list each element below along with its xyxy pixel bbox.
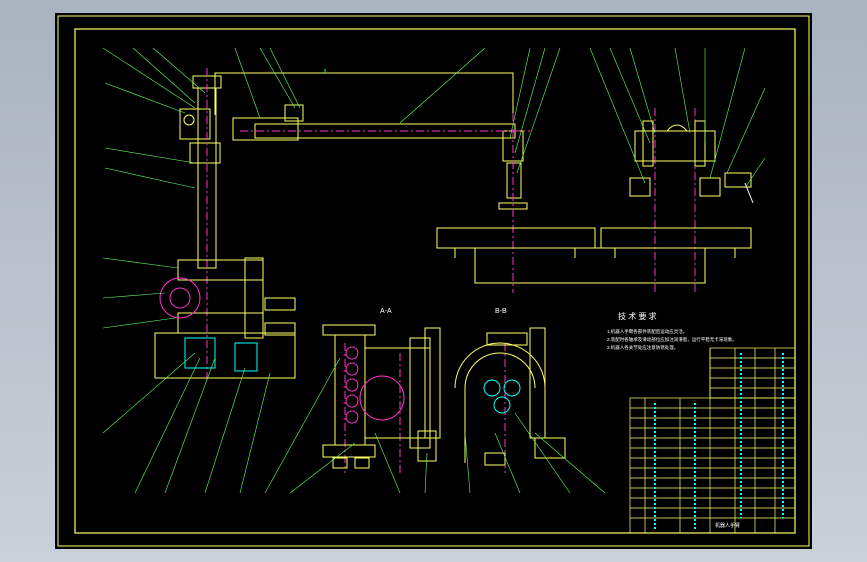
inner-frame	[74, 28, 796, 534]
cad-drawing-sheet: A-A B-B	[55, 13, 812, 549]
base-assembly	[154, 257, 296, 379]
title-block-name: 机器人手臂	[715, 522, 740, 529]
parts-list-table	[629, 347, 796, 534]
centerlines	[206, 68, 696, 473]
robot-arm-assembly	[179, 69, 528, 269]
conveyor-rail	[436, 227, 752, 284]
section-a-a	[322, 324, 441, 469]
leader-lines	[102, 47, 766, 494]
cad-drawing: A-A B-B	[57, 15, 810, 547]
section-a-a-label: A-A	[380, 308, 392, 315]
gripper-side-view	[629, 120, 754, 204]
tech-requirement-1: 1.机器人手臂各部件装配后运动应灵活。	[607, 328, 687, 335]
tech-requirements-title: 技 术 要 求	[618, 311, 657, 321]
base-section-hatch	[159, 277, 201, 319]
outer-frame	[57, 15, 810, 547]
parts-list-entries	[654, 353, 784, 531]
section-b-b	[454, 327, 566, 466]
section-a-a-circles	[345, 346, 405, 424]
tech-requirement-3: 3.机器人各关节处应注意防锈处理。	[607, 344, 678, 351]
section-b-b-label: B-B	[495, 308, 507, 315]
tech-requirement-2: 2.装配时各轴承及滑动部位应加注润滑脂，运行平稳无卡滞现象。	[607, 336, 737, 343]
